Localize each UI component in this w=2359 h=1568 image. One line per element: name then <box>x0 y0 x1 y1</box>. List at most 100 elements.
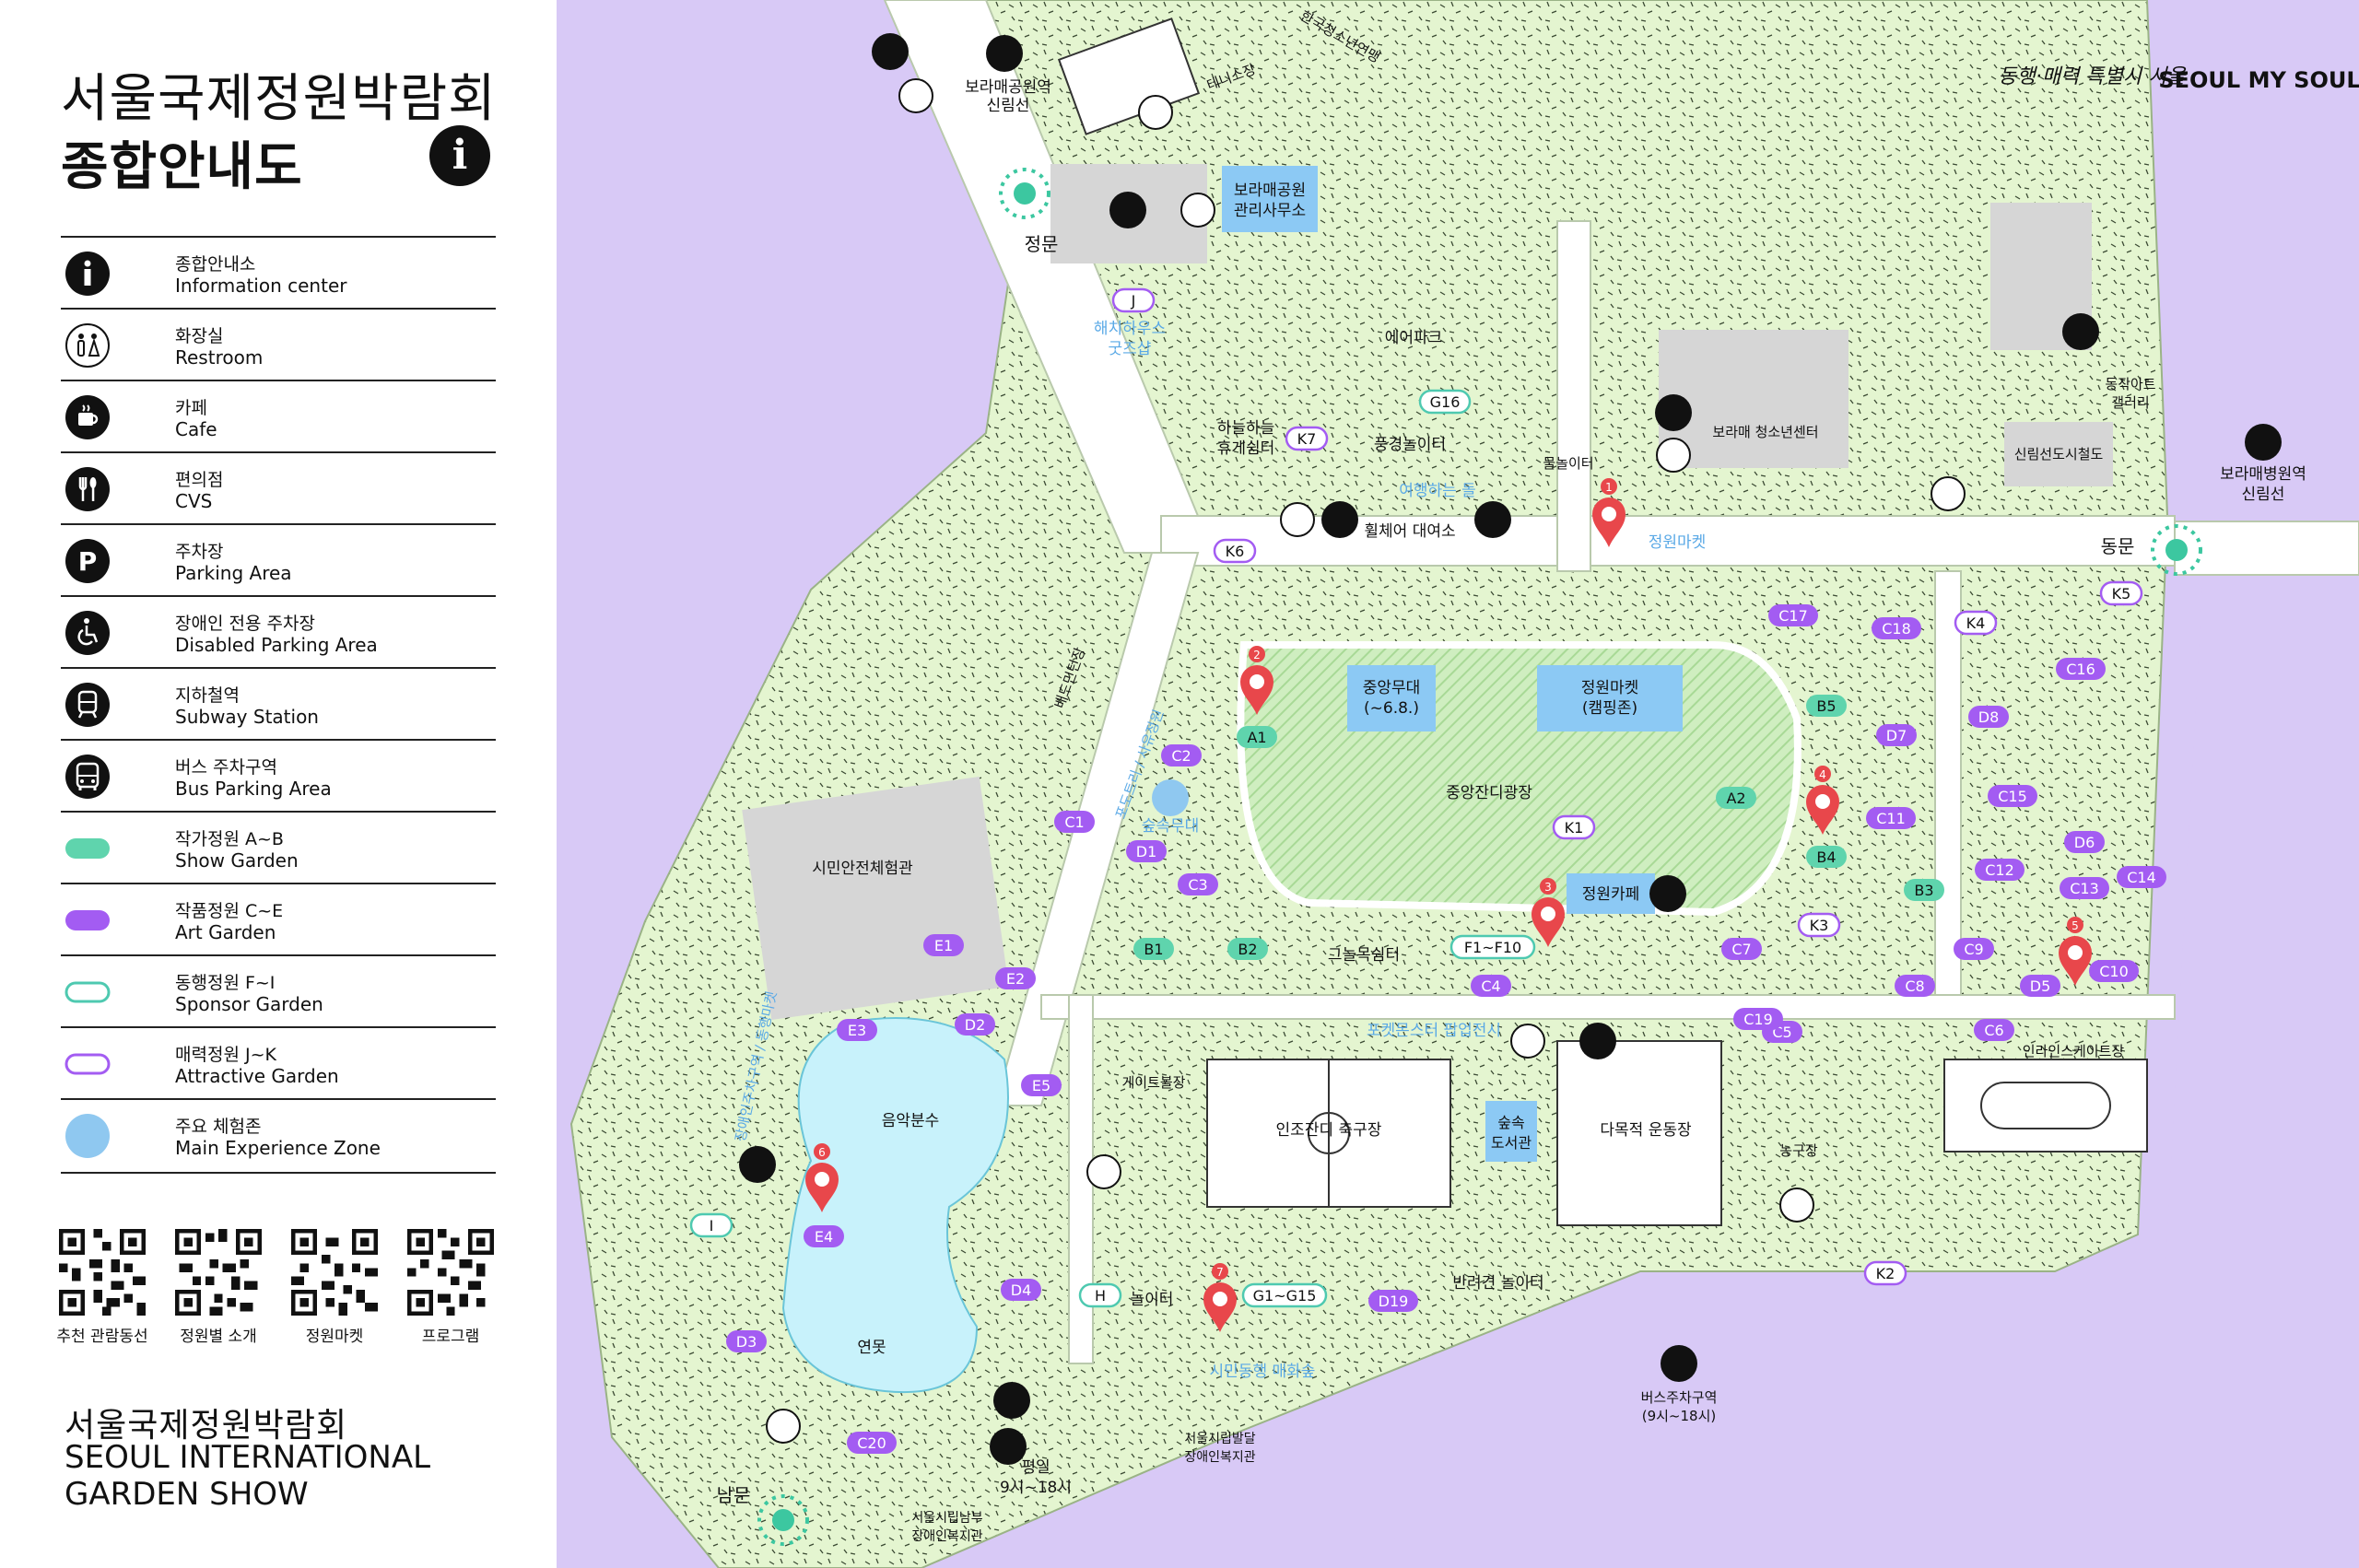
garden-badge-d8[interactable]: D8 <box>1968 706 2009 728</box>
qr-code-program[interactable] <box>407 1229 494 1316</box>
parking-icon[interactable] <box>2062 313 2099 350</box>
map-pin-3[interactable]: 3 <box>1532 878 1565 947</box>
garden-badge-d5[interactable]: D5 <box>2020 975 2060 997</box>
garden-badge-e2[interactable]: E2 <box>995 967 1036 989</box>
garden-badge-k2[interactable]: K2 <box>1863 1260 1907 1286</box>
park-map[interactable]: 보라매공원 관리사무소 중앙무대 (~6.8.) 정원마켓 (캠핑존) 정원카페… <box>557 0 2359 1568</box>
restroom-icon[interactable] <box>1138 95 1173 130</box>
subway-icon[interactable] <box>872 33 909 70</box>
garden-badge-e5[interactable]: E5 <box>1021 1074 1062 1096</box>
map-pin-4[interactable]: 4 <box>1806 766 1839 835</box>
cafe-box[interactable] <box>1567 873 1655 914</box>
stage-box[interactable] <box>1347 665 1436 731</box>
garden-badge-b3[interactable]: B3 <box>1904 879 1944 901</box>
restroom-icon[interactable] <box>1180 193 1215 228</box>
cafe-icon[interactable] <box>739 1146 776 1183</box>
restroom-icon[interactable] <box>1931 476 1966 511</box>
garden-badge-b2[interactable]: B2 <box>1227 938 1268 960</box>
garden-badge-e4[interactable]: E4 <box>804 1225 844 1247</box>
garden-badge-a2[interactable]: A2 <box>1716 787 1756 809</box>
map-pin-6[interactable]: 6 <box>805 1143 839 1212</box>
garden-badge-b4[interactable]: B4 <box>1806 846 1847 868</box>
map-pin-1[interactable]: 1 <box>1592 478 1625 547</box>
garden-badge-i[interactable]: I <box>689 1212 734 1238</box>
subway-icon[interactable] <box>986 35 1023 72</box>
restroom-icon[interactable] <box>1510 1024 1545 1059</box>
garden-badge-k7[interactable]: K7 <box>1285 426 1329 451</box>
garden-badge-k3[interactable]: K3 <box>1797 912 1841 938</box>
forest-stage-zone[interactable] <box>1152 779 1189 816</box>
east-gate-zone[interactable] <box>2151 524 2202 576</box>
garden-badge-c3[interactable]: C3 <box>1178 873 1218 895</box>
garden-badge-c9[interactable]: C9 <box>1954 938 1994 960</box>
qr-code-garden-intro[interactable] <box>175 1229 262 1316</box>
cafe-icon[interactable] <box>1655 394 1692 431</box>
garden-badge-b1[interactable]: B1 <box>1133 938 1174 960</box>
garden-badge-c20[interactable]: C20 <box>847 1432 897 1454</box>
garden-badge-c12[interactable]: C12 <box>1975 859 2025 881</box>
restroom-icon[interactable] <box>898 78 933 113</box>
garden-badge-c14[interactable]: C14 <box>2117 866 2166 888</box>
garden-badge-j[interactable]: J <box>1111 287 1156 313</box>
central-lawn-plaza[interactable] <box>1237 641 1802 917</box>
garden-badge-c7[interactable]: C7 <box>1721 938 1762 960</box>
garden-badge-d1[interactable]: D1 <box>1126 840 1167 862</box>
map-pin-2[interactable]: 2 <box>1240 646 1273 715</box>
qr-code-route[interactable] <box>59 1229 146 1316</box>
disabled-parking-icon[interactable] <box>990 1428 1027 1465</box>
restroom-icon[interactable] <box>1656 438 1691 473</box>
garden-badge-k1[interactable]: K1 <box>1552 814 1596 840</box>
garden-badge-f1-f10[interactable]: F1~F10 <box>1449 934 1536 960</box>
garden-badge-c10[interactable]: C10 <box>2089 960 2139 982</box>
garden-badge-g1-g15[interactable]: G1~G15 <box>1241 1282 1328 1308</box>
garden-badge-d3[interactable]: D3 <box>726 1330 767 1352</box>
garden-badge-c8[interactable]: C8 <box>1895 975 1935 997</box>
garden-badge-c15[interactable]: C15 <box>1988 785 2037 807</box>
garden-badge-d4[interactable]: D4 <box>1001 1279 1041 1301</box>
garden-badge-c17[interactable]: C17 <box>1768 604 1818 626</box>
garden-badge-d6[interactable]: D6 <box>2064 831 2105 853</box>
subway-icon[interactable] <box>2245 424 2282 461</box>
garden-badge-h[interactable]: H <box>1078 1282 1122 1308</box>
cafe-icon[interactable] <box>993 1382 1030 1419</box>
cvs-icon[interactable] <box>1579 1023 1616 1059</box>
market-camp-box[interactable] <box>1537 665 1683 731</box>
parking-icon[interactable] <box>1109 192 1146 228</box>
garden-badge-c13[interactable]: C13 <box>2060 877 2109 899</box>
bus-icon[interactable] <box>1661 1345 1697 1382</box>
garden-badge-k6[interactable]: K6 <box>1213 538 1257 564</box>
south-gate-zone[interactable] <box>757 1494 809 1546</box>
restroom-icon[interactable] <box>1280 502 1315 537</box>
garden-badge-b5[interactable]: B5 <box>1806 695 1847 717</box>
garden-badge-g16[interactable]: G16 <box>1418 389 1472 415</box>
restroom-icon[interactable] <box>766 1409 801 1444</box>
main-gate-zone[interactable] <box>999 168 1050 219</box>
info-icon[interactable] <box>1474 501 1511 538</box>
library-box[interactable] <box>1485 1101 1537 1162</box>
restroom-icon[interactable] <box>1086 1154 1121 1189</box>
garden-badge-c1[interactable]: C1 <box>1054 811 1095 833</box>
garden-badge-d19[interactable]: D19 <box>1368 1290 1418 1312</box>
map-pin-7[interactable]: 7 <box>1203 1263 1237 1332</box>
pond[interactable] <box>781 1017 1009 1394</box>
garden-badge-c18[interactable]: C18 <box>1872 617 1921 639</box>
garden-badge-c2[interactable]: C2 <box>1161 744 1202 766</box>
garden-badge-d2[interactable]: D2 <box>955 1013 995 1036</box>
garden-badge-e3[interactable]: E3 <box>837 1019 877 1041</box>
garden-badge-k5[interactable]: K5 <box>2099 580 2143 606</box>
office-box[interactable] <box>1222 166 1318 232</box>
garden-badge-a1[interactable]: A1 <box>1237 726 1277 748</box>
cafe-icon[interactable] <box>1649 875 1686 912</box>
garden-badge-d7[interactable]: D7 <box>1876 724 1917 746</box>
map-pin-5[interactable]: 5 <box>2059 917 2092 986</box>
cvs-icon[interactable] <box>1321 501 1358 538</box>
garden-badge-c4[interactable]: C4 <box>1471 975 1511 997</box>
garden-badge-e1[interactable]: E1 <box>923 934 964 956</box>
garden-badge-c6[interactable]: C6 <box>1974 1019 2014 1041</box>
garden-badge-k4[interactable]: K4 <box>1954 610 1998 636</box>
qr-code-market[interactable] <box>291 1229 378 1316</box>
garden-badge-c11[interactable]: C11 <box>1866 807 1916 829</box>
garden-badge-c19[interactable]: C19 <box>1733 1008 1783 1030</box>
garden-badge-c16[interactable]: C16 <box>2056 658 2106 680</box>
restroom-icon[interactable] <box>1779 1188 1814 1223</box>
